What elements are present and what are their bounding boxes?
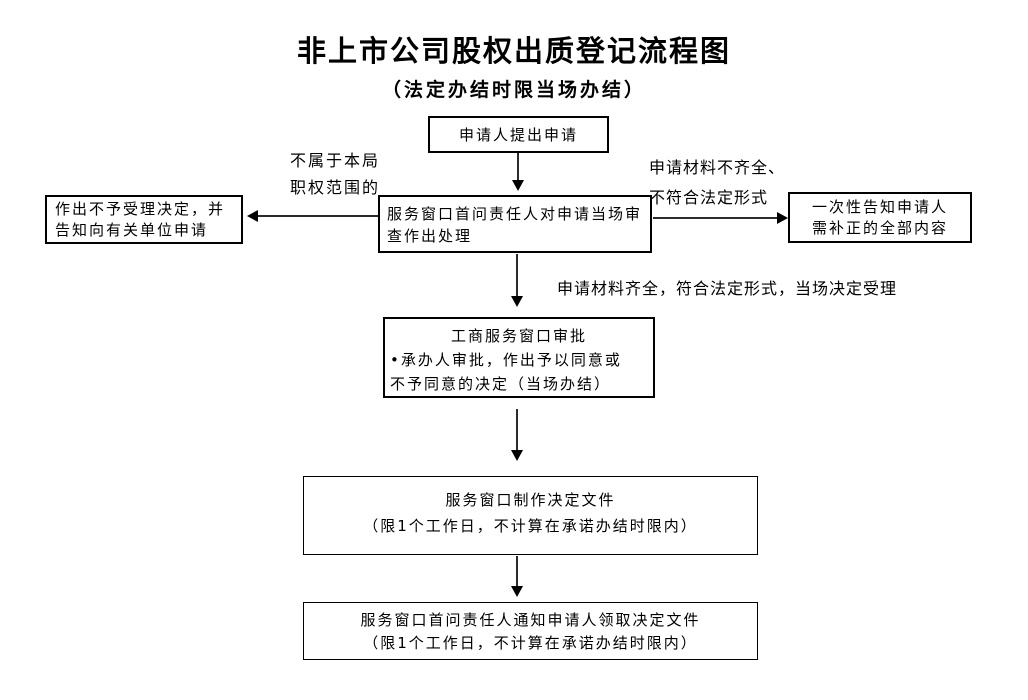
arrow-right-icon	[653, 212, 788, 224]
arrow-down-icon	[511, 409, 523, 461]
label-out-of-scope-line2: 职权范围的	[289, 178, 380, 197]
arrow-down-icon	[511, 254, 523, 307]
label-incomplete-materials: 申请材料不齐全、 不符合法定形式	[649, 153, 864, 213]
box-reject-line2: 告知向有关单位申请	[55, 221, 209, 239]
arrow-left-icon	[247, 210, 378, 222]
box-make-document: 服务窗口制作决定文件 （限1个工作日，不计算在承诺办结时限内）	[303, 476, 758, 555]
arrow-down-icon	[512, 153, 524, 191]
arrow-down-icon	[511, 556, 523, 597]
box-approval: 工商服务窗口审批 •承办人审批，作出予以同意或 不予同意的决定（当场办结）	[383, 317, 655, 398]
box-notify-correction-line2: 需补正的全部内容	[811, 219, 948, 237]
box-apply: 申请人提出申请	[428, 116, 609, 153]
box-reject-line1: 作出不予受理决定，并	[55, 200, 226, 218]
page-title: 非上市公司股权出质登记流程图	[296, 34, 731, 68]
box-approval-line1: •承办人审批，作出予以同意或	[390, 351, 622, 369]
box-apply-label: 申请人提出申请	[458, 125, 578, 144]
box-approval-line2: 不予同意的决定（当场办结）	[390, 375, 612, 393]
label-incomplete-line2: 不符合法定形式	[649, 188, 769, 207]
label-out-of-scope: 不属于本局 职权范围的	[255, 147, 415, 201]
box-reject-decision: 作出不予受理决定，并 告知向有关单位申请	[45, 195, 243, 244]
box-make-document-line2: （限1个工作日，不计算在承诺办结时限内）	[363, 517, 698, 535]
box-notify-pickup-line1: 服务窗口首问责任人通知申请人领取决定文件	[360, 611, 701, 629]
box-notify-pickup: 服务窗口首问责任人通知申请人领取决定文件 （限1个工作日，不计算在承诺办结时限内…	[303, 602, 758, 660]
box-notify-pickup-line2: （限1个工作日，不计算在承诺办结时限内）	[363, 634, 698, 652]
box-notify-correction: 一次性告知申请人 需补正的全部内容	[788, 192, 972, 243]
label-out-of-scope-line1: 不属于本局	[289, 151, 380, 170]
box-window-review: 服务窗口首问责任人对申请当场审查作出处理	[378, 195, 652, 253]
label-complete-materials: 申请材料齐全，符合法定形式，当场决定受理	[557, 279, 898, 298]
box-notify-correction-line1: 一次性告知申请人	[811, 198, 948, 216]
box-make-document-line1: 服务窗口制作决定文件	[445, 491, 616, 509]
page-subtitle: （法定办结时限当场办结）	[381, 79, 646, 101]
box-window-review-label: 服务窗口首问责任人对申请当场审查作出处理	[387, 205, 643, 245]
box-approval-title: 工商服务窗口审批	[450, 327, 587, 345]
label-incomplete-line1: 申请材料不齐全、	[649, 158, 786, 177]
